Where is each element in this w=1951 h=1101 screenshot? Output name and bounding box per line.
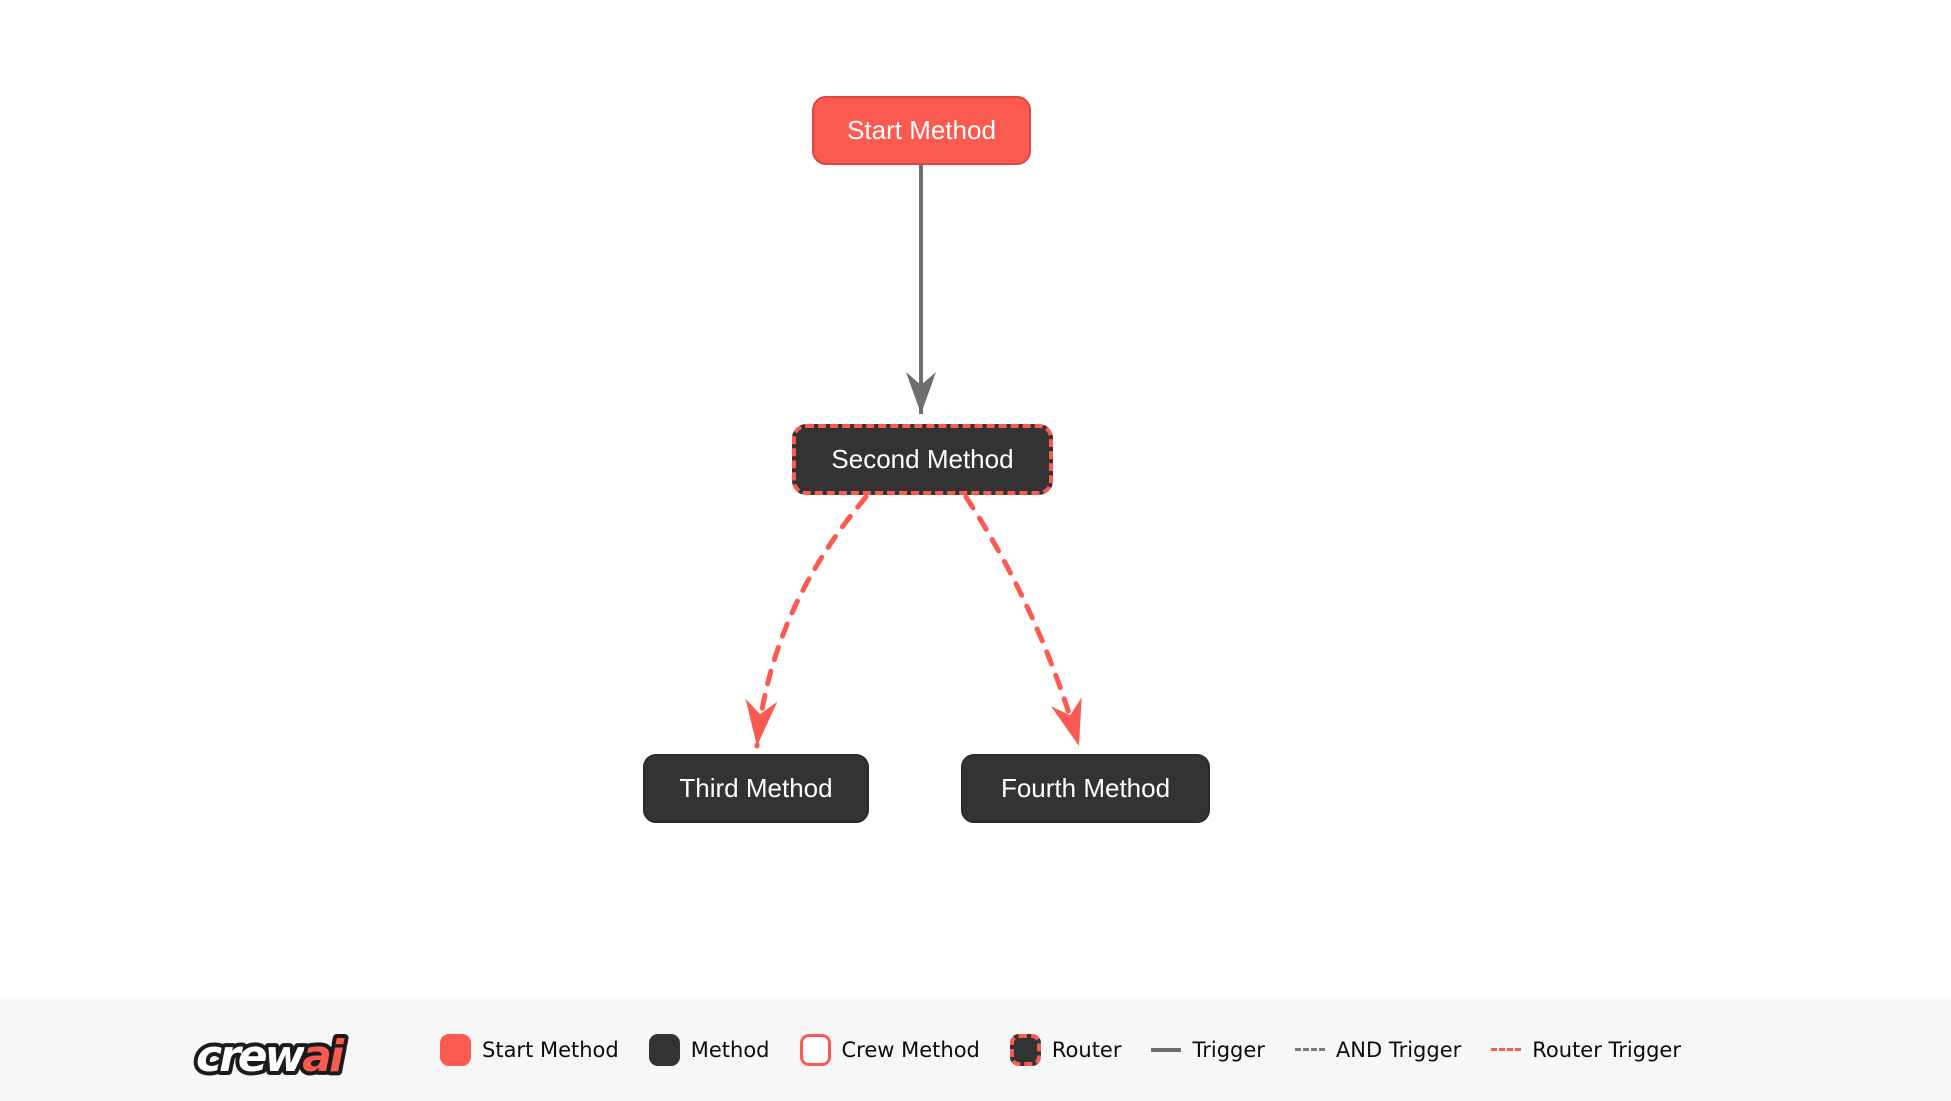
legend-item-crew-method: Crew Method [799,1033,980,1066]
router-node-swatch-icon [1009,1033,1041,1066]
legend-item-start-method: Start Method [440,1033,619,1066]
trigger-line-icon [1151,1047,1182,1052]
node-second-method[interactable]: Second Method [792,424,1053,495]
edge-router-trigger-second-to-third [745,494,869,749]
legend-item-router: Router [1009,1033,1122,1066]
legend-label-router: Router [1051,1037,1122,1062]
node-fourth-method-label: Fourth Method [1000,773,1171,803]
edges-layer [745,165,1082,749]
router-trigger-line-icon [1491,1048,1522,1051]
legend-label-start-method: Start Method [482,1037,619,1062]
legend-bar: crewai Start Method Method Crew Method R… [0,998,1951,1101]
edge-router-trigger-second-to-fourth [963,494,1082,749]
method-node-swatch-icon [648,1033,680,1066]
crew-node-swatch-icon [799,1033,831,1066]
crewai-logo: crewai [192,1027,352,1085]
node-third-method-label: Third Method [679,773,833,803]
start-node-swatch-icon [440,1033,471,1066]
node-third-method[interactable]: Third Method [643,754,869,823]
legend-label-and-trigger: AND Trigger [1335,1037,1462,1062]
logo-text-ai: ai [302,1031,345,1082]
legend-item-trigger: Trigger [1151,1037,1265,1062]
legend-label-crew-method: Crew Method [841,1037,980,1062]
legend-item-router-trigger: Router Trigger [1491,1038,1681,1062]
node-fourth-method[interactable]: Fourth Method [961,754,1210,823]
node-second-method-label: Second Method [831,444,1014,474]
legend-label-method: Method [690,1037,770,1062]
legend-label-trigger: Trigger [1192,1037,1265,1062]
node-start-method[interactable]: Start Method [812,96,1031,165]
legend-item-and-trigger: AND Trigger [1294,1037,1462,1062]
flow-canvas[interactable]: Start Method Second Method Third Method … [0,0,1951,998]
legend-label-router-trigger: Router Trigger [1532,1037,1681,1062]
node-start-method-label: Start Method [847,115,996,145]
and-trigger-line-icon [1294,1048,1325,1051]
svg-text:crewai: crewai [196,1031,345,1082]
legend-item-method: Method [648,1033,770,1066]
logo-text-crew: crew [196,1031,306,1082]
